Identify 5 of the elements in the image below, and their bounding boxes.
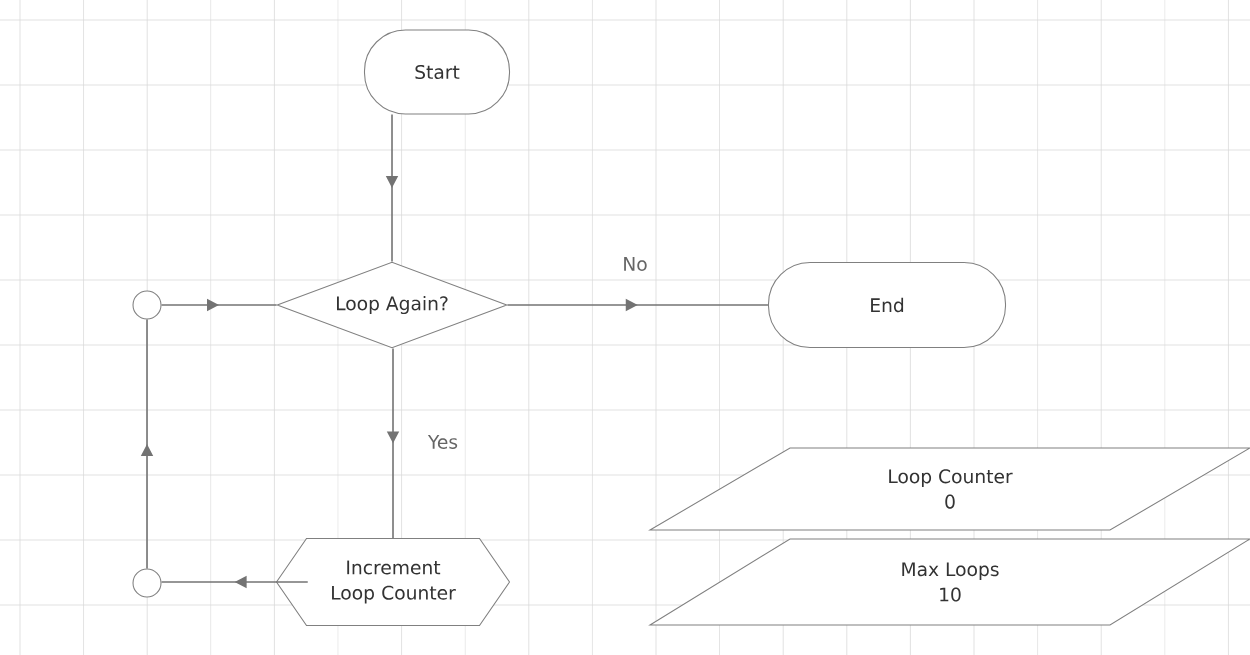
terminal-box: Start [363,29,511,115]
terminal-box: End [767,261,1007,349]
connector-circle [132,290,162,320]
process-hexagon: Increment Loop Counter [275,537,511,627]
connector-circle [132,568,162,598]
